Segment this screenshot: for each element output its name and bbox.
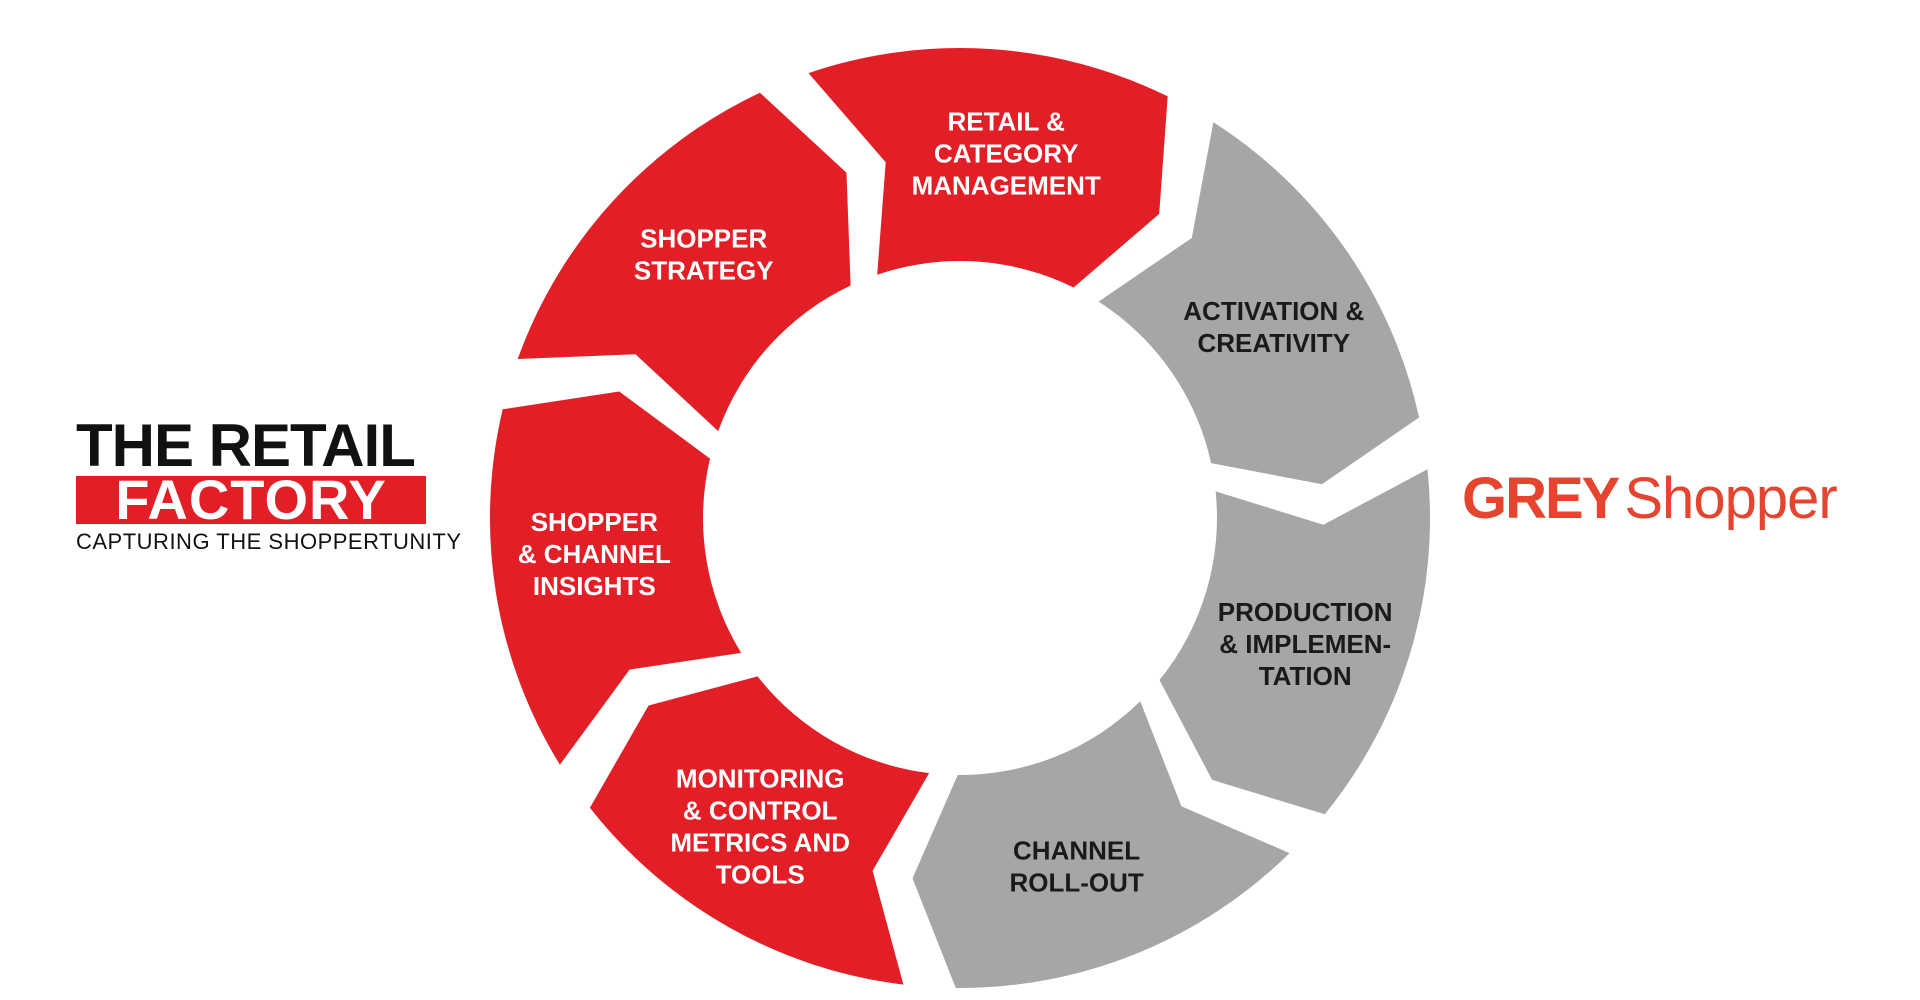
retail-logo-line1: THE RETAIL xyxy=(76,412,416,479)
cycle-segment-channel-rollout xyxy=(912,701,1290,989)
cycle-segment-activation xyxy=(1098,122,1420,485)
cycle-label-line: STRATEGY xyxy=(634,256,774,286)
cycle-label-line: PRODUCTION xyxy=(1218,597,1393,627)
grey-logo-bold: GREY xyxy=(1462,466,1620,531)
cycle-label-production: PRODUCTION& IMPLEMEN-TATION xyxy=(1218,597,1393,691)
cycle-label-line: ACTIVATION & xyxy=(1183,296,1364,326)
cycle-label-line: & CONTROL xyxy=(683,796,838,826)
cycle-label-line: TATION xyxy=(1259,661,1352,691)
cycle-label-line: TOOLS xyxy=(716,860,805,890)
cycle-segment-retail-category xyxy=(808,48,1168,288)
cycle-label-line: & IMPLEMEN- xyxy=(1219,629,1391,659)
cycle-segment-insights xyxy=(489,391,742,765)
cycle-segment-monitoring xyxy=(589,676,930,985)
cycle-label-line: CREATIVITY xyxy=(1197,328,1350,358)
cycle-label-line: MANAGEMENT xyxy=(912,170,1101,200)
cycle-label-line: & CHANNEL xyxy=(518,539,671,569)
cycle-label-line: METRICS AND xyxy=(670,828,850,858)
cycle-label-line: CHANNEL xyxy=(1013,836,1140,866)
cycle-label-line: CATEGORY xyxy=(934,138,1078,168)
cycle-segment-production xyxy=(1159,469,1431,815)
cycle-label-line: RETAIL & xyxy=(947,106,1064,136)
cycle-label-activation: ACTIVATION &CREATIVITY xyxy=(1183,296,1364,358)
grey-logo-light: Shopper xyxy=(1624,466,1837,531)
cycle-label-line: ROLL-OUT xyxy=(1009,868,1143,898)
retail-logo-tagline: CAPTURING THE SHOPPERTUNITY xyxy=(76,529,462,554)
cycle-label-line: SHOPPER xyxy=(531,507,658,537)
retail-factory-logo: THE RETAIL FACTORY CAPTURING THE SHOPPER… xyxy=(76,412,462,554)
cycle-segment-strategy xyxy=(517,92,851,432)
retail-logo-line2: FACTORY xyxy=(76,476,426,524)
cycle-label-line: MONITORING xyxy=(676,764,845,794)
cycle-label-line: INSIGHTS xyxy=(533,571,656,601)
cycle-label-line: SHOPPER xyxy=(640,224,767,254)
